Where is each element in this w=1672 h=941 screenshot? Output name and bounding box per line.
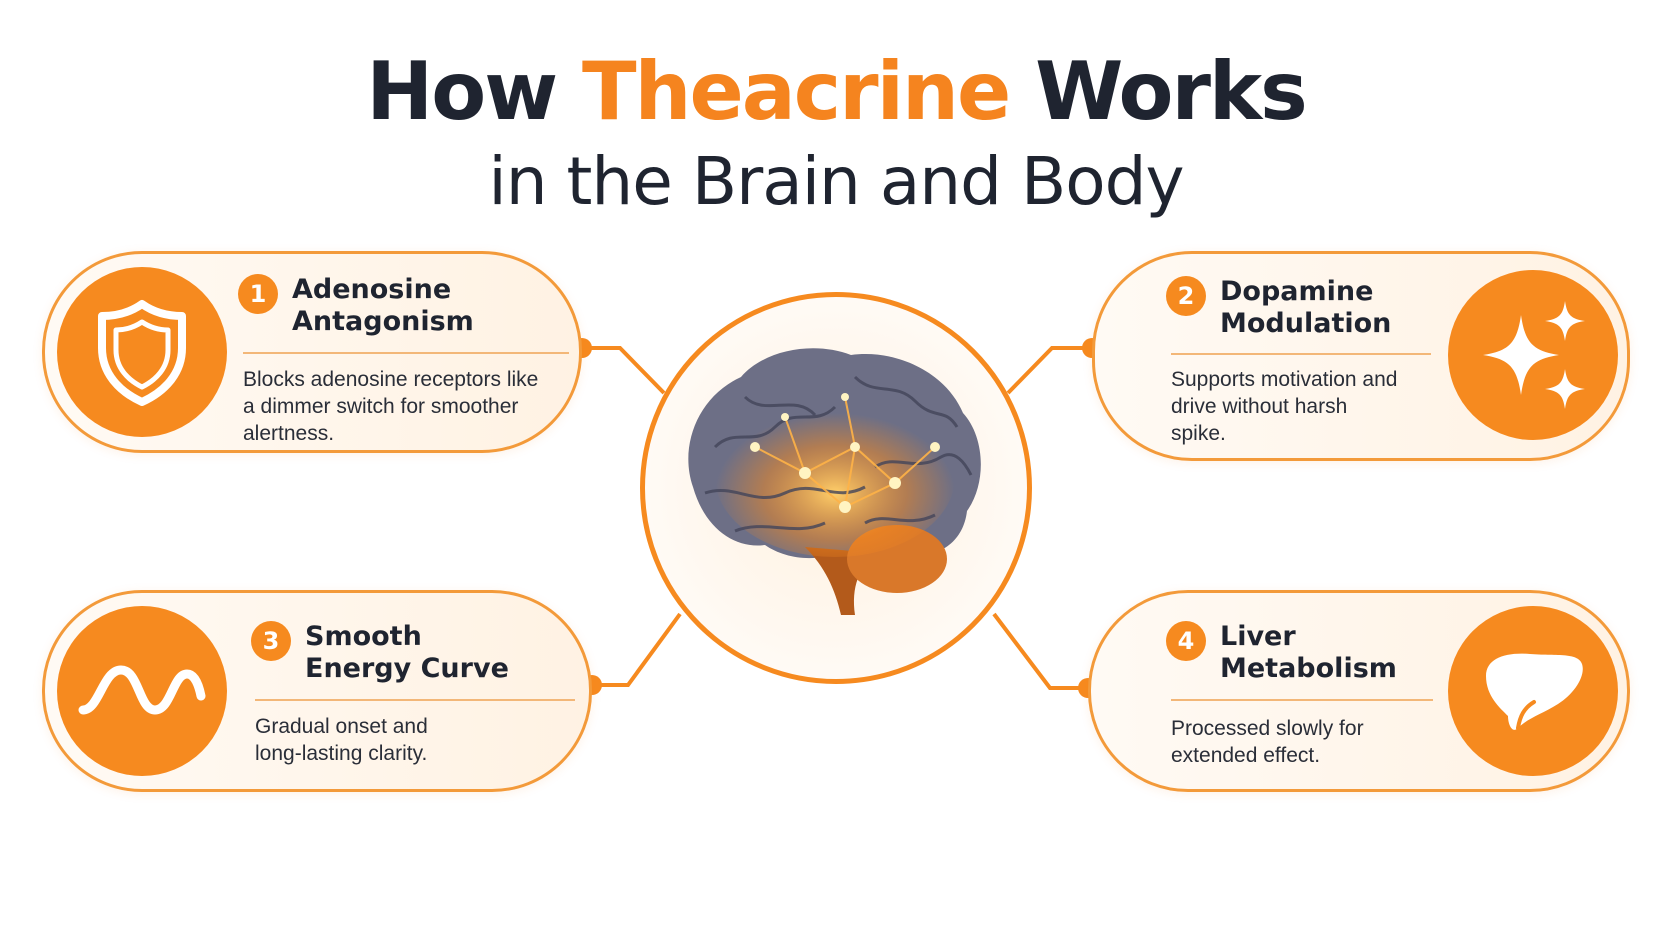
card-liver-metabolism: 4 Liver Metabolism Processed slowly for … xyxy=(1088,590,1630,792)
card-title-2: Dopamine Modulation xyxy=(1220,276,1392,339)
card-divider-2 xyxy=(1171,353,1431,355)
title-accent: Theacrine xyxy=(581,45,1011,138)
page-title: How Theacrine Works xyxy=(0,52,1672,132)
connector-2 xyxy=(1006,346,1092,395)
step-number-2: 2 xyxy=(1166,276,1206,316)
step-number-3: 3 xyxy=(251,621,291,661)
card-title-4: Liver Metabolism xyxy=(1220,621,1397,684)
liver-icon xyxy=(1448,606,1618,776)
connector-1 xyxy=(582,346,666,395)
wave-icon xyxy=(57,606,227,776)
card-title-1: Adenosine Antagonism xyxy=(292,274,474,337)
card-description-4: Processed slowly for extended effect. xyxy=(1171,717,1364,767)
card-divider-4 xyxy=(1171,699,1433,701)
card-divider-3 xyxy=(255,699,575,701)
step-number-1: 1 xyxy=(238,274,278,314)
card-smooth-energy-curve: 3 Smooth Energy Curve Gradual onset and … xyxy=(42,590,592,792)
brain-illustration xyxy=(640,292,1032,684)
card-description-2: Supports motivation and drive without ha… xyxy=(1171,368,1398,445)
brain-icon xyxy=(688,348,981,615)
shield-icon xyxy=(57,267,227,437)
connector-3 xyxy=(592,612,682,687)
card-description-3: Gradual onset and long-lasting clarity. xyxy=(255,715,428,765)
card-title-3: Smooth Energy Curve xyxy=(305,621,509,684)
page-subtitle: in the Brain and Body xyxy=(488,143,1184,220)
sparkle-icon xyxy=(1448,270,1618,440)
step-number-4: 4 xyxy=(1166,621,1206,661)
card-adenosine-antagonism: 1 Adenosine Antagonism Blocks adenosine … xyxy=(42,251,582,453)
card-description-1: Blocks adenosine receptors like a dimmer… xyxy=(243,368,539,445)
card-divider-1 xyxy=(243,352,569,354)
title-prefix: How xyxy=(366,45,582,138)
connector-4 xyxy=(992,612,1088,690)
card-dopamine-modulation: 2 Dopamine Modulation Supports motivatio… xyxy=(1092,251,1630,461)
title-suffix: Works xyxy=(1009,45,1308,138)
